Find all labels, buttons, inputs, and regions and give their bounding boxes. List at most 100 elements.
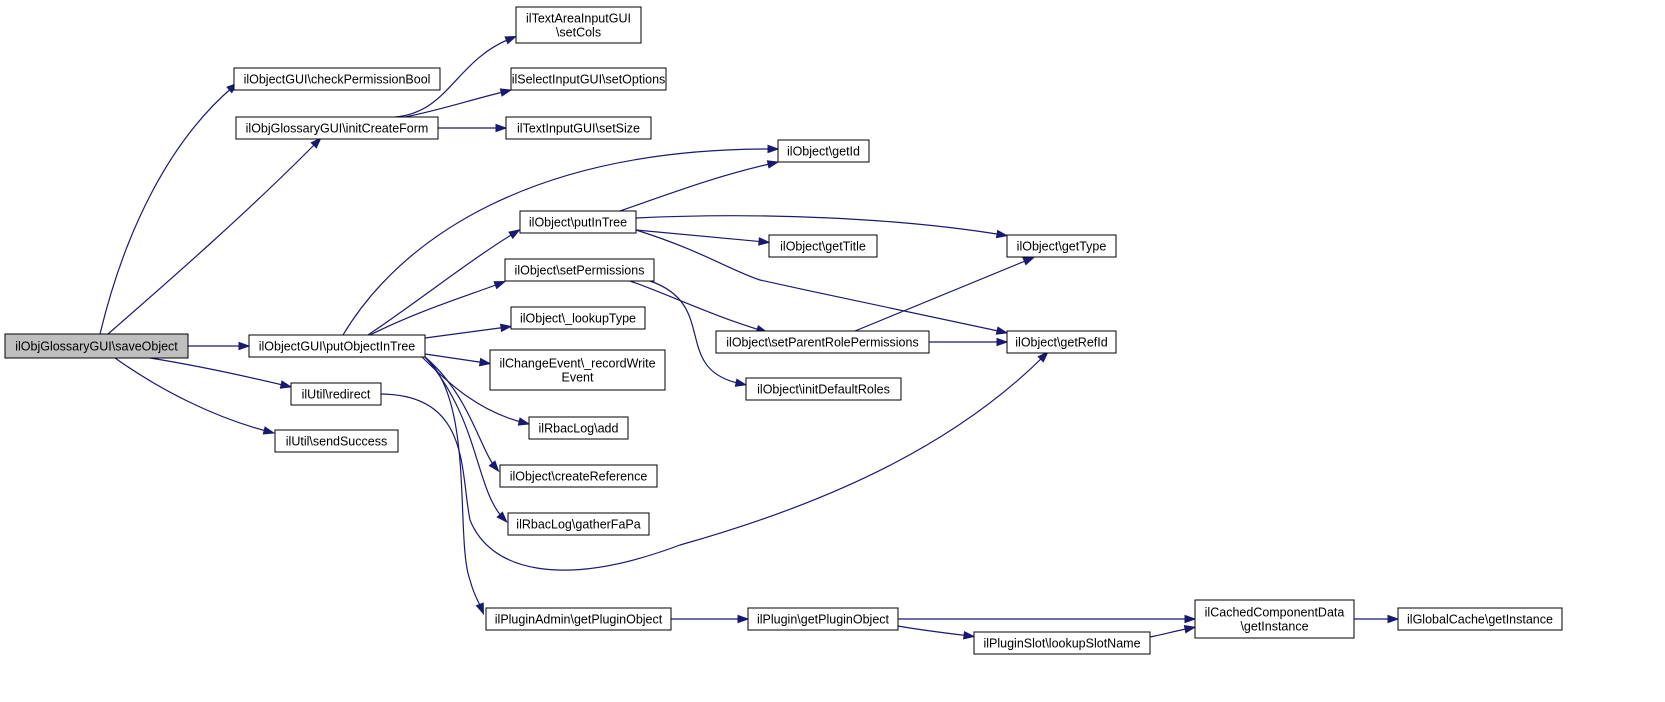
- node-createref[interactable]: ilObject\createReference: [499, 464, 658, 488]
- node-label: ilObjectGUI\putObjectInTree: [259, 340, 416, 354]
- edge-arrowhead: [734, 378, 748, 387]
- edge-arrowhead: [517, 417, 531, 426]
- node-putobj[interactable]: ilObjectGUI\putObjectInTree: [248, 334, 426, 358]
- edge-arrowhead: [496, 511, 508, 523]
- edge-putobj-to-rbadd: [421, 356, 531, 426]
- edge-putin-to-gettype: [635, 215, 1009, 239]
- node-gettitle[interactable]: ilObject\getTitle: [768, 234, 878, 258]
- node-txtsz[interactable]: ilTextInputGUI\setSize: [505, 116, 652, 140]
- edge-setperm-to-initdr: [649, 280, 748, 387]
- node-label: ilObject\putInTree: [529, 216, 627, 230]
- node-label: ilObject\getRefId: [1015, 336, 1107, 350]
- node-box: [248, 334, 426, 358]
- node-rbadd[interactable]: ilRbacLog\add: [528, 416, 629, 440]
- node-box: [973, 631, 1151, 655]
- edge-pobj-to-ccd: [898, 614, 1197, 624]
- node-label: ilObject\getTitle: [780, 240, 866, 254]
- node-label: Event: [562, 371, 594, 385]
- node-box: [1397, 607, 1563, 631]
- node-box: [485, 607, 672, 631]
- node-gettype[interactable]: ilObject\getType: [1006, 234, 1117, 258]
- node-label: ilObject\_lookupType: [520, 312, 636, 326]
- edge-setprp-to-getref: [929, 337, 1009, 347]
- node-initcf[interactable]: ilObjGlossaryGUI\initCreateForm: [235, 116, 439, 140]
- edge-arrowhead: [495, 123, 508, 133]
- edge-root-to-putobj: [188, 341, 251, 351]
- node-label: ilGlobalCache\getInstance: [1407, 613, 1553, 627]
- edge-line: [114, 357, 271, 433]
- node-label: ilObjGlossaryGUI\saveObject: [15, 340, 178, 354]
- node-label: ilTextAreaInputGUI: [526, 12, 631, 26]
- node-label: ilRbacLog\add: [539, 422, 619, 436]
- edge-line: [629, 280, 764, 332]
- node-initdr[interactable]: ilObject\initDefaultRoles: [745, 377, 902, 401]
- node-gcache[interactable]: ilGlobalCache\getInstance: [1397, 607, 1563, 631]
- edge-arrowhead: [488, 460, 500, 473]
- node-label: ilPluginSlot\lookupSlotName: [983, 637, 1140, 651]
- edge-line: [421, 356, 526, 424]
- edge-line: [394, 37, 513, 118]
- edge-root-to-chkperm: [99, 82, 239, 335]
- node-label: ilObjectGUI\checkPermissionBool: [244, 73, 431, 87]
- edge-arrowhead: [478, 357, 492, 367]
- node-box: [4, 333, 189, 359]
- node-redir[interactable]: ilUtil\redirect: [290, 382, 382, 406]
- node-label: \getInstance: [1240, 620, 1308, 634]
- edge-putin-to-getid: [619, 160, 780, 212]
- node-label: ilUtil\sendSuccess: [286, 435, 387, 449]
- edge-arrowhead: [493, 281, 507, 290]
- node-box: [528, 416, 629, 440]
- node-label: ilObject\initDefaultRoles: [757, 383, 890, 397]
- node-box: [504, 258, 655, 282]
- node-ccd[interactable]: ilCachedComponentData\getInstance: [1194, 599, 1355, 639]
- edge-arrowhead: [499, 88, 513, 97]
- edge-arrowhead: [238, 341, 251, 351]
- node-pslot[interactable]: ilPluginSlot\lookupSlotName: [973, 631, 1151, 655]
- edge-line: [424, 353, 487, 364]
- node-getref[interactable]: ilObject\getRefId: [1006, 330, 1117, 354]
- node-box: [510, 306, 646, 330]
- edge-putobj-to-createref: [424, 356, 500, 473]
- node-label: \setCols: [556, 26, 601, 40]
- edge-pobj-to-pslot: [897, 625, 976, 640]
- node-setprp[interactable]: ilObject\setParentRolePermissions: [715, 330, 930, 354]
- node-gather[interactable]: ilRbacLog\gatherFaPa: [507, 512, 650, 536]
- node-box: [290, 382, 382, 406]
- node-selopt[interactable]: ilSelectInputGUI\setOptions: [510, 67, 667, 91]
- node-box: [515, 6, 642, 44]
- node-padmin[interactable]: ilPluginAdmin\getPluginObject: [485, 607, 672, 631]
- edge-root-to-initcf: [107, 137, 322, 335]
- node-box: [745, 377, 902, 401]
- node-pobj[interactable]: ilPlugin\getPluginObject: [747, 607, 899, 631]
- node-box: [499, 464, 658, 488]
- edge-line: [649, 280, 743, 385]
- edge-putobj-to-lookup: [424, 323, 513, 339]
- node-tasc[interactable]: ilTextAreaInputGUI\setCols: [515, 6, 642, 44]
- node-sendok[interactable]: ilUtil\sendSuccess: [274, 429, 399, 453]
- edge-padmin-to-pobj: [671, 614, 750, 624]
- node-putin[interactable]: ilObject\putInTree: [519, 210, 637, 234]
- edge-arrowhead: [262, 426, 276, 435]
- edge-initcf-to-txtsz: [438, 123, 508, 133]
- edge-arrowhead: [1184, 614, 1197, 624]
- node-setperm[interactable]: ilObject\setPermissions: [504, 258, 655, 282]
- edge-arrowhead: [963, 630, 976, 640]
- edge-arrowhead: [995, 326, 1009, 335]
- node-getid[interactable]: ilObject\getId: [777, 139, 870, 163]
- node-box: [777, 139, 870, 163]
- edge-putobj-to-putin: [367, 229, 521, 336]
- node-lookup[interactable]: ilObject\_lookupType: [510, 306, 646, 330]
- edge-line: [342, 148, 775, 336]
- node-box: [510, 67, 667, 91]
- node-box: [1006, 234, 1117, 258]
- node-chkperm[interactable]: ilObjectGUI\checkPermissionBool: [233, 67, 441, 91]
- node-box: [507, 512, 650, 536]
- edge-line: [424, 326, 508, 339]
- node-box: [235, 116, 439, 140]
- edge-ccd-to-gcache: [1354, 614, 1400, 624]
- node-root[interactable]: ilObjGlossaryGUI\saveObject: [4, 333, 189, 359]
- edge-putobj-to-getid: [342, 144, 780, 336]
- node-label: ilPluginAdmin\getPluginObject: [495, 613, 663, 627]
- edge-line: [369, 282, 502, 336]
